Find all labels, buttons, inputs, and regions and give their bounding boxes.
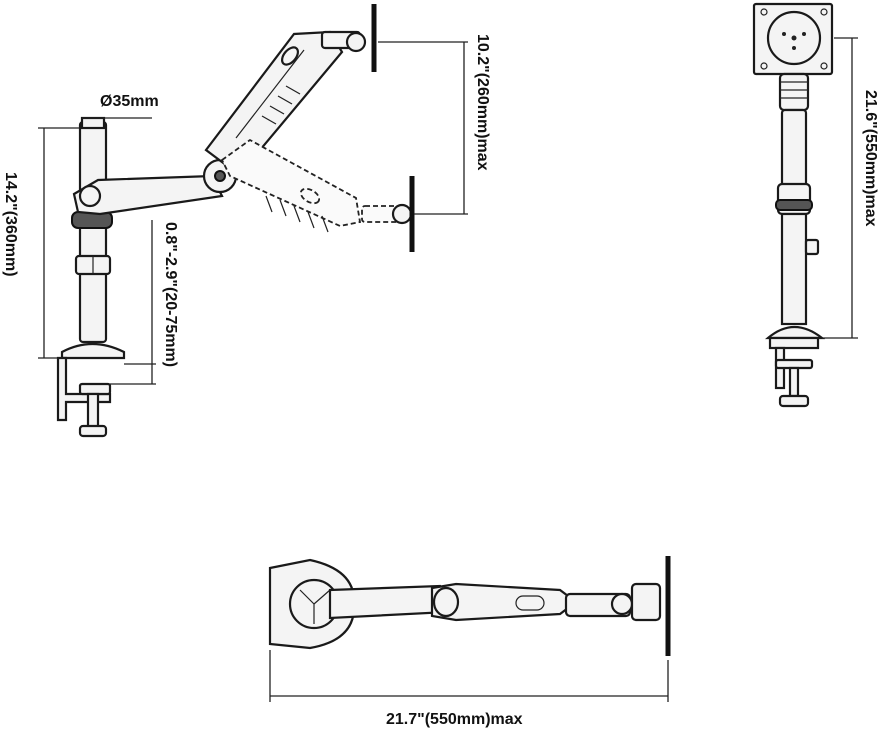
desk-thickness-label: 0.8"-2.9"(20-75mm) xyxy=(162,222,179,367)
pole-height-label: 14.2"(360mm) xyxy=(2,172,19,277)
clamp-handle xyxy=(78,424,108,438)
lower-arm xyxy=(72,174,224,216)
arm-reach-label: 21.7"(550mm)max xyxy=(386,711,523,728)
front-view: 21.6"(550mm)max xyxy=(752,2,879,408)
gas-spring-arm-raised xyxy=(204,30,344,170)
height-collar xyxy=(71,211,113,229)
gas-spring-arm-lowered xyxy=(220,138,362,227)
pole-front xyxy=(780,212,808,326)
total-height-label: 21.6"(550mm)max xyxy=(862,90,879,227)
arm-vertical-travel-label: 10.2"(260mm)max xyxy=(474,34,491,171)
desk-clamp xyxy=(56,356,112,422)
desk-base xyxy=(60,342,126,360)
lower-arm-top xyxy=(328,584,450,620)
arm-front xyxy=(780,108,808,190)
side-view: Ø35mm 14.2"(360mm) 0.8"-2.9"(20-75mm) 10… xyxy=(2,4,491,438)
pole-diameter-label: Ø35mm xyxy=(100,93,159,110)
top-view: 21.7"(550mm)max xyxy=(268,556,671,728)
pole xyxy=(78,120,108,344)
